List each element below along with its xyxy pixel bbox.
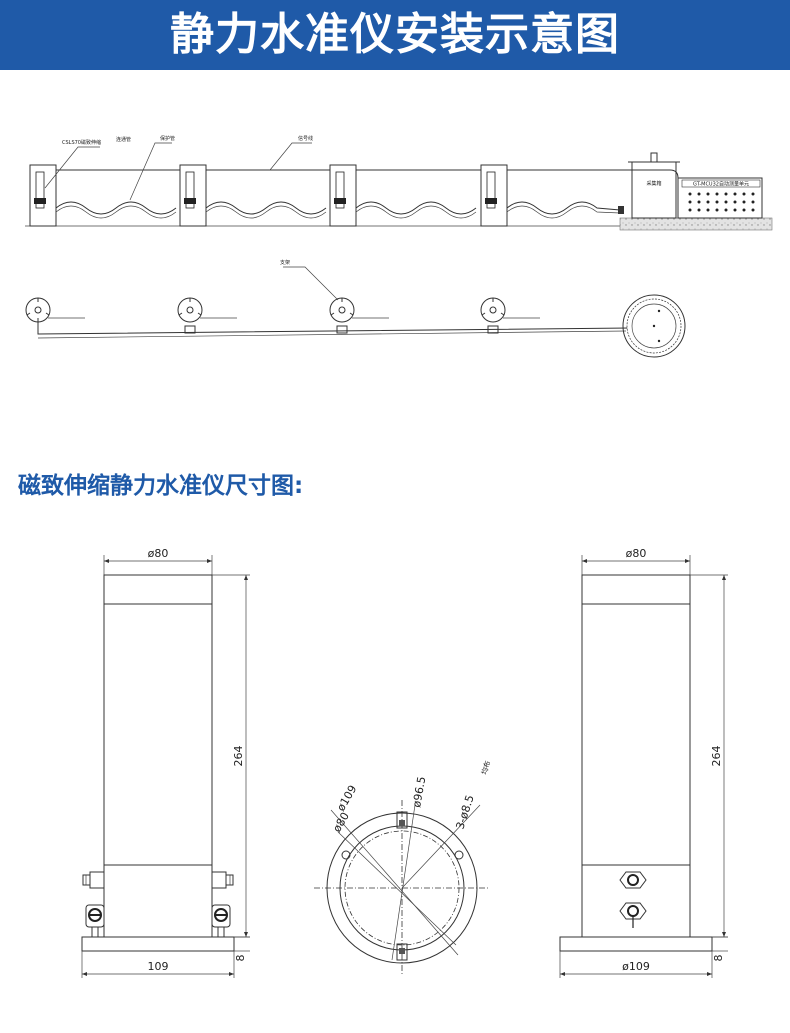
label-bracket: 支架 bbox=[280, 259, 290, 266]
leader-lines bbox=[44, 142, 312, 201]
side-height-label: 264 bbox=[710, 746, 723, 767]
measurement-module: GT-MCU32自动测量单元 bbox=[677, 177, 763, 219]
plan-d80-label: ø80 bbox=[330, 810, 352, 834]
front-view: ø80 264 109 8 bbox=[81, 547, 250, 978]
side-lower-fitting bbox=[619, 902, 647, 928]
box-label: 采集箱 bbox=[646, 180, 661, 187]
plan-d96-label: ø96.5 bbox=[410, 776, 428, 809]
plan-sensor-2 bbox=[177, 297, 237, 334]
front-height-label: 264 bbox=[232, 746, 245, 767]
plan-sensor-1 bbox=[25, 297, 85, 323]
label-pipe-2: 保护管 bbox=[160, 135, 175, 142]
side-upper-fitting bbox=[619, 871, 647, 889]
plan-sensor-3 bbox=[329, 297, 389, 334]
label-cable: 信号线 bbox=[298, 135, 313, 142]
plan-sensor-4 bbox=[480, 297, 540, 334]
front-left-fitting bbox=[82, 871, 105, 938]
front-base-thickness-label: 8 bbox=[234, 955, 247, 962]
front-right-fitting bbox=[211, 871, 234, 938]
side-view: ø80 264 ø109 8 bbox=[559, 547, 728, 978]
section-title: 磁致伸缩静力水准仪尺寸图: bbox=[18, 473, 304, 499]
acquisition-box: 采集箱 bbox=[619, 152, 773, 231]
label-pipe-1: 连通管 bbox=[116, 136, 131, 143]
wavy-pipe bbox=[55, 201, 624, 219]
installation-elevation: 采集箱 GT-MCU32自动测量单元 CSLS70磁致伸缩 连通管 保护管 信号… bbox=[25, 135, 773, 231]
pier-3 bbox=[329, 164, 357, 227]
pier-1 bbox=[29, 164, 57, 227]
pier-2 bbox=[179, 164, 207, 227]
label-sensor: CSLS70磁致伸缩 bbox=[62, 139, 101, 146]
installation-plan: 支架 bbox=[25, 259, 686, 358]
side-width-label: ø80 bbox=[626, 547, 647, 560]
side-base-thickness-label: 8 bbox=[712, 955, 725, 962]
side-base-label: ø109 bbox=[622, 960, 650, 973]
page-title: 静力水准仪安装示意图 bbox=[170, 9, 620, 60]
front-width-label: ø80 bbox=[148, 547, 169, 560]
title-banner bbox=[0, 0, 790, 70]
pier-4 bbox=[480, 164, 508, 227]
top-cable bbox=[56, 169, 679, 193]
plan-holes-note: 均布 bbox=[479, 760, 492, 776]
plan-d109-label: ø109 bbox=[334, 783, 359, 814]
front-base-label: 109 bbox=[148, 960, 169, 973]
module-label: GT-MCU32自动测量单元 bbox=[693, 181, 749, 188]
plan-terminal-unit bbox=[622, 294, 686, 358]
plan-view: ø109 ø80 ø96.5 3-ø8.5 均布 bbox=[314, 760, 492, 976]
